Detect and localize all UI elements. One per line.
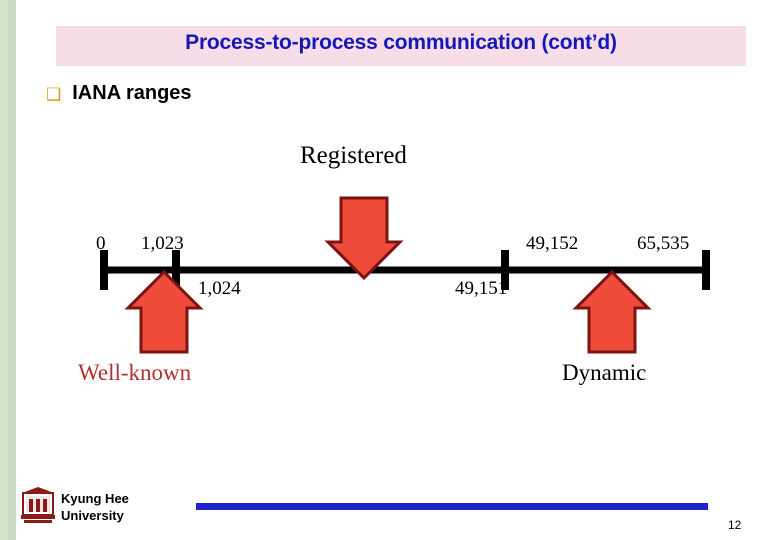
- footer-university-name: Kyung Hee University: [61, 490, 129, 524]
- arrow-well-known: [124, 269, 204, 354]
- title-banner: [56, 26, 746, 66]
- tick-label-registered-end: 49,151: [455, 278, 508, 299]
- range-label-dynamic: Dynamic: [562, 360, 647, 385]
- page-number: 12: [728, 518, 742, 532]
- left-edge-decoration-inner: [8, 0, 16, 540]
- page-title: Process-to-process communication (cont’d…: [185, 31, 617, 54]
- arrow-registered: [324, 196, 404, 281]
- bullet-square-icon: ❑: [46, 85, 62, 104]
- footer-university-line1: Kyung Hee: [61, 491, 129, 506]
- bullet-item-label: IANA ranges: [72, 82, 192, 104]
- footer-divider: [196, 503, 708, 510]
- iana-ranges-diagram: Registered Well-known Dynamic 0 1,023 1,…: [0, 120, 780, 420]
- number-line-graphic: [100, 196, 710, 354]
- tick-label-start: 0: [96, 233, 106, 254]
- tick-label-registered-start: 1,024: [198, 278, 241, 299]
- bullet-item-iana-ranges: ❑ IANA ranges: [46, 82, 192, 105]
- range-label-registered: Registered: [300, 142, 407, 169]
- arrow-dynamic: [572, 269, 652, 354]
- tick-label-dynamic-end: 65,535: [637, 233, 690, 254]
- tick-label-dynamic-start: 49,152: [526, 233, 579, 254]
- university-crest-icon: [21, 487, 55, 523]
- range-label-well-known: Well-known: [78, 360, 192, 385]
- tick-label-well-known-end: 1,023: [141, 233, 184, 254]
- left-edge-decoration: [0, 0, 16, 540]
- footer-university-line2: University: [61, 508, 124, 523]
